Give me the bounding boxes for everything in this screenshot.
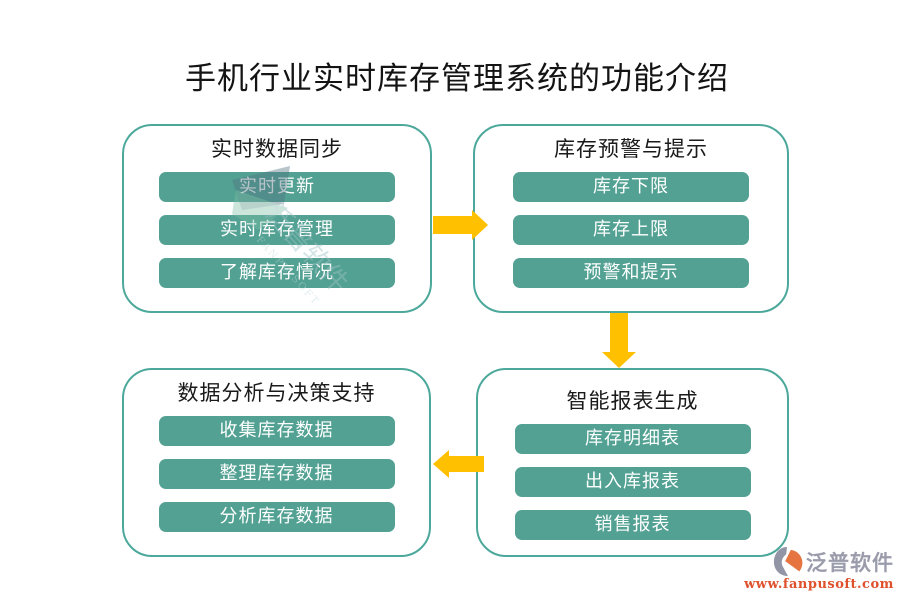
pill-item: 收集库存数据	[158, 416, 395, 446]
pill-item: 出入库报表	[514, 467, 751, 497]
feature-box-smart-reports: 智能报表生成 库存明细表 出入库报表 销售报表	[476, 368, 789, 557]
pill-list: 实时更新 实时库存管理 了解库存情况	[124, 172, 430, 288]
pill-item: 实时更新	[159, 172, 395, 202]
brand-logo: 泛普软件 www.fanpusoft.com	[744, 546, 894, 592]
brand-row: 泛普软件	[744, 546, 894, 578]
box-title: 智能报表生成	[566, 389, 699, 413]
brand-name: 泛普软件	[806, 550, 894, 575]
feature-box-data-analysis: 数据分析与决策支持 收集库存数据 整理库存数据 分析库存数据	[122, 368, 431, 557]
arrow-left-icon	[433, 450, 449, 478]
pill-item: 库存下限	[513, 172, 749, 202]
pill-list: 库存下限 库存上限 预警和提示	[475, 172, 787, 288]
arrow-down-body	[610, 313, 628, 353]
pill-item: 库存明细表	[514, 424, 751, 454]
feature-box-stock-warning: 库存预警与提示 库存下限 库存上限 预警和提示	[473, 124, 789, 313]
pill-item: 库存上限	[513, 215, 749, 245]
pill-item: 实时库存管理	[159, 215, 395, 245]
fanpu-logo-icon	[773, 547, 803, 577]
pill-list: 库存明细表 出入库报表 销售报表	[478, 424, 787, 540]
pill-list: 收集库存数据 整理库存数据 分析库存数据	[124, 416, 429, 532]
arrow-right-body	[433, 216, 473, 234]
page-title: 手机行业实时库存管理系统的功能介绍	[185, 61, 729, 97]
pill-item: 整理库存数据	[158, 459, 395, 489]
pill-item: 了解库存情况	[159, 258, 395, 288]
pill-item: 分析库存数据	[158, 502, 395, 532]
arrow-right-icon	[472, 210, 488, 240]
box-title: 库存预警与提示	[554, 137, 708, 161]
arrow-left-body	[448, 456, 484, 472]
arrow-down-icon	[602, 352, 636, 368]
feature-box-realtime-sync: 实时数据同步 实时更新 实时库存管理 了解库存情况	[122, 124, 432, 313]
pill-item: 预警和提示	[513, 258, 749, 288]
brand-url: www.fanpusoft.com	[744, 577, 894, 592]
pill-item: 销售报表	[514, 510, 751, 540]
box-title: 实时数据同步	[211, 137, 343, 161]
box-title: 数据分析与决策支持	[177, 381, 376, 405]
